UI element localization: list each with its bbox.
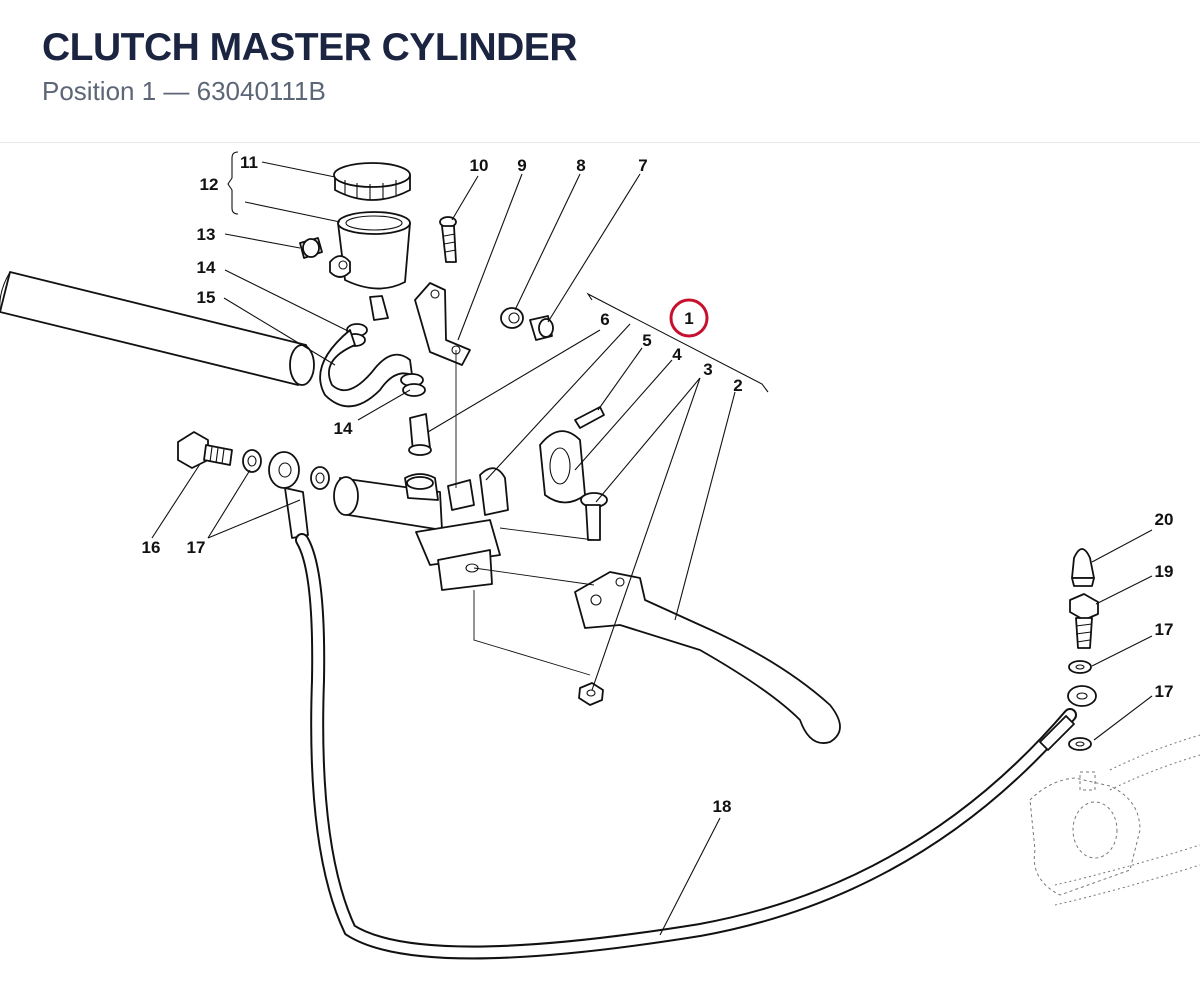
reservoir-body[interactable]: [329, 211, 411, 321]
callout-16[interactable]: 16: [142, 538, 161, 557]
callout-7[interactable]: 7: [638, 156, 647, 175]
reservoir-bracket[interactable]: [414, 282, 471, 366]
banjo-bolt-lower[interactable]: [1069, 593, 1099, 649]
callout-brace-12: [227, 151, 239, 215]
callout-18[interactable]: 18: [713, 797, 732, 816]
callout-20[interactable]: 20: [1155, 510, 1174, 529]
assembly-bracket-1: [586, 292, 769, 393]
sealing-washer-right[interactable]: [310, 466, 330, 490]
banjo-fitting-lower[interactable]: [1067, 685, 1097, 707]
hose-clamp-lower[interactable]: [400, 373, 426, 397]
page-subtitle: Position 1 — 63040111B: [42, 76, 326, 106]
bleed-nipple[interactable]: [1071, 548, 1095, 587]
callout-6[interactable]: 6: [600, 310, 609, 329]
master-cylinder-body[interactable]: [333, 467, 509, 591]
sealing-washer-left[interactable]: [242, 449, 262, 473]
callout-1[interactable]: 1: [684, 309, 693, 328]
handlebar-tube: [0, 271, 315, 386]
callout-14-upper[interactable]: 14: [197, 258, 216, 277]
callout-10[interactable]: 10: [470, 156, 489, 175]
callout-17-lower[interactable]: 17: [1155, 682, 1174, 701]
hose-fitting[interactable]: [408, 413, 432, 456]
page-title: CLUTCH MASTER CYLINDER: [42, 26, 577, 69]
banjo-fitting[interactable]: [268, 451, 309, 539]
callout-15[interactable]: 15: [197, 288, 216, 307]
callout-14-lower[interactable]: 14: [334, 419, 353, 438]
drive-chain: [1054, 734, 1200, 906]
bracket-bolt[interactable]: [529, 315, 554, 341]
reservoir-cap[interactable]: [333, 162, 411, 201]
callout-11[interactable]: 11: [240, 153, 258, 172]
callout-8[interactable]: 8: [576, 156, 585, 175]
callout-5[interactable]: 5: [642, 331, 651, 350]
engine-case-outline: [1029, 771, 1141, 896]
callout-3[interactable]: 3: [703, 360, 712, 379]
clutch-hose[interactable]: [295, 533, 1077, 960]
bracket-screw[interactable]: [439, 216, 457, 263]
lever-nut[interactable]: [578, 682, 604, 706]
clutch-lever[interactable]: [574, 571, 841, 744]
callout-12[interactable]: 12: [200, 175, 219, 194]
callout-17-middle[interactable]: 17: [1155, 620, 1174, 639]
lever-pivot-pin[interactable]: [580, 492, 608, 541]
leader-lines: [151, 161, 1153, 936]
sealing-washer-lower-upper[interactable]: [1068, 660, 1092, 674]
reservoir-hose[interactable]: [319, 329, 413, 408]
callout-2[interactable]: 2: [733, 376, 742, 395]
banjo-bolt[interactable]: [177, 431, 233, 469]
page-header: CLUTCH MASTER CYLINDER Position 1 — 6304…: [0, 0, 1200, 143]
selected-callout-ring: [669, 298, 709, 338]
callout-17-upper[interactable]: 17: [187, 538, 206, 557]
bracket-bush[interactable]: [500, 307, 524, 329]
clamp-screw[interactable]: [574, 406, 605, 429]
callout-19[interactable]: 19: [1155, 562, 1174, 581]
rubber-bush[interactable]: [299, 237, 323, 259]
callout-4[interactable]: 4: [672, 345, 682, 364]
callout-13[interactable]: 13: [197, 225, 216, 244]
callout-9[interactable]: 9: [517, 156, 526, 175]
sealing-washer-lower-bottom[interactable]: [1068, 737, 1092, 751]
